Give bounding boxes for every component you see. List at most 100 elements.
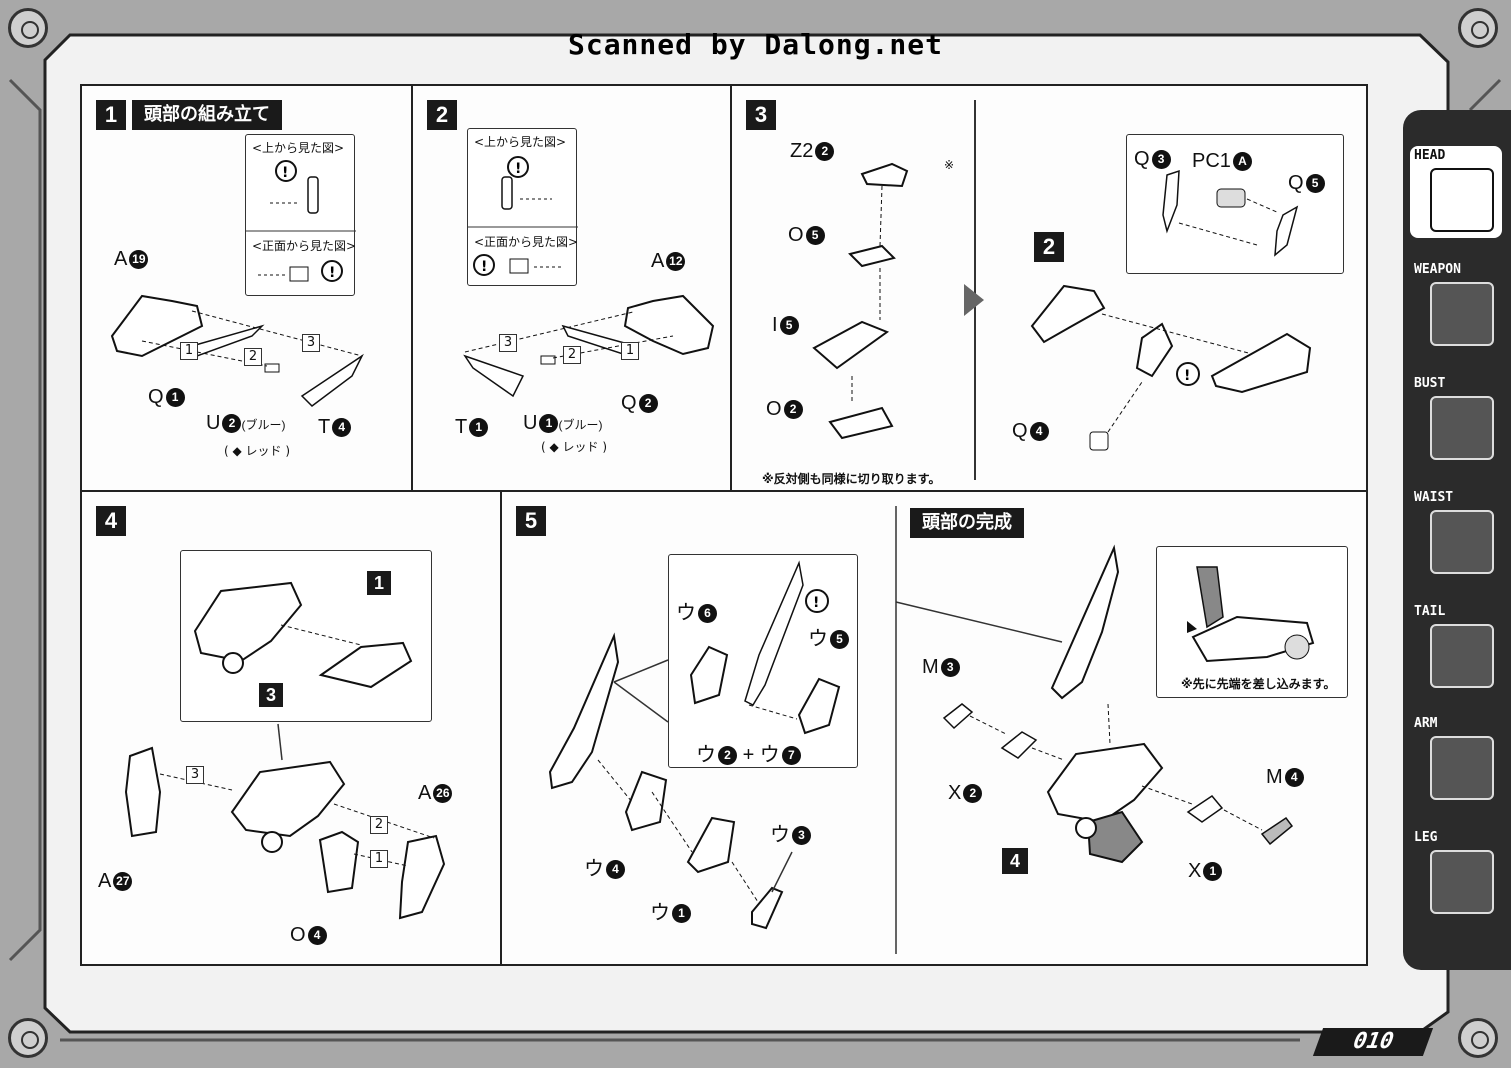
top-view-label: <上から見た図> — [474, 135, 567, 149]
tab-label: BUST — [1414, 376, 1446, 391]
step-2-diagram — [463, 294, 715, 398]
corner-gear-icon — [8, 8, 48, 48]
tab-label: TAIL — [1414, 604, 1446, 619]
head-icon — [1430, 168, 1494, 232]
view-inset: <上から見た図> <正面から見た図> ! ! — [467, 128, 579, 286]
nav-tab-weapon[interactable]: WEAPON — [1410, 260, 1502, 352]
tab-label: WAIST — [1414, 490, 1454, 505]
view-inset: <上から見た図> <正面から見た図> ! ! — [245, 134, 357, 296]
sub-step-number: 3 — [259, 683, 283, 707]
nav-tab-arm[interactable]: ARM — [1410, 714, 1502, 806]
detail-inset: ! — [668, 554, 858, 768]
nav-tab-bust[interactable]: BUST — [1410, 374, 1502, 466]
nav-tab-tail[interactable]: TAIL — [1410, 602, 1502, 694]
step-3-diagram — [812, 162, 984, 440]
alt-color-note: ( ◆ レッド ) — [541, 440, 608, 454]
sequence-number: 3 — [186, 766, 204, 784]
sequence-number: 1 — [621, 342, 639, 360]
tail-icon — [1430, 624, 1494, 688]
corner-gear-icon — [8, 1018, 48, 1058]
sequence-number: 1 — [180, 342, 198, 360]
svg-text:!: ! — [329, 265, 335, 281]
step-number: 5 — [516, 506, 546, 536]
svg-text:!: ! — [481, 259, 487, 275]
divider — [974, 100, 976, 480]
step-number: 1 — [96, 100, 126, 130]
arm-icon — [1430, 736, 1494, 800]
bust-icon — [1430, 396, 1494, 460]
tab-label: LEG — [1414, 830, 1438, 845]
weapon-icon — [1430, 282, 1494, 346]
front-view-label: <正面から見た図> — [252, 239, 357, 253]
tab-label: WEAPON — [1414, 262, 1461, 277]
tab-label: ARM — [1414, 716, 1438, 731]
nav-tab-waist[interactable]: WAIST — [1410, 488, 1502, 580]
completion-diagram — [942, 544, 1294, 864]
completion-title: 頭部の完成 — [910, 508, 1024, 538]
detail-inset: ※先に先端を差し込みます。 — [1156, 546, 1348, 698]
alt-color-note: ( ◆ レッド ) — [224, 444, 291, 458]
top-view-label: <上から見た図> — [252, 141, 345, 155]
sub-step-number: 2 — [1034, 232, 1064, 262]
svg-text:!: ! — [813, 595, 819, 611]
scan-credit: Scanned by Dalong.net — [567, 28, 943, 61]
sequence-number: 2 — [370, 816, 388, 834]
step-3-assembly: ! — [1030, 284, 1312, 451]
sequence-number: 2 — [563, 346, 581, 364]
svg-text:!: ! — [282, 165, 288, 181]
cut-note: ※反対側も同様に切り取ります。 — [762, 472, 941, 486]
sub-step-number: 4 — [1002, 848, 1028, 874]
sequence-number: 2 — [244, 348, 262, 366]
step-5-diagram — [548, 506, 1063, 954]
step-4-diagram — [124, 723, 446, 920]
sub-step-number: 1 — [367, 571, 391, 595]
svg-text:!: ! — [515, 161, 521, 177]
cut-note-marker: ※ — [944, 158, 955, 172]
tab-label: HEAD — [1414, 148, 1446, 163]
detail-inset: 1 3 — [180, 550, 432, 722]
corner-gear-icon — [1458, 8, 1498, 48]
nav-tab-leg[interactable]: LEG — [1410, 828, 1502, 920]
front-view-label: <正面から見た図> — [474, 235, 579, 249]
step-title: 頭部の組み立て — [132, 100, 282, 130]
svg-text:!: ! — [1184, 368, 1190, 384]
step-number: 3 — [746, 100, 776, 130]
step-1-diagram — [110, 294, 364, 407]
corner-gear-icon — [1458, 1018, 1498, 1058]
leg-icon — [1430, 850, 1494, 914]
step-number: 2 — [427, 100, 457, 130]
insertion-note: ※先に先端を差し込みます。 — [1181, 677, 1336, 691]
nav-tab-head[interactable]: HEAD — [1410, 146, 1502, 238]
